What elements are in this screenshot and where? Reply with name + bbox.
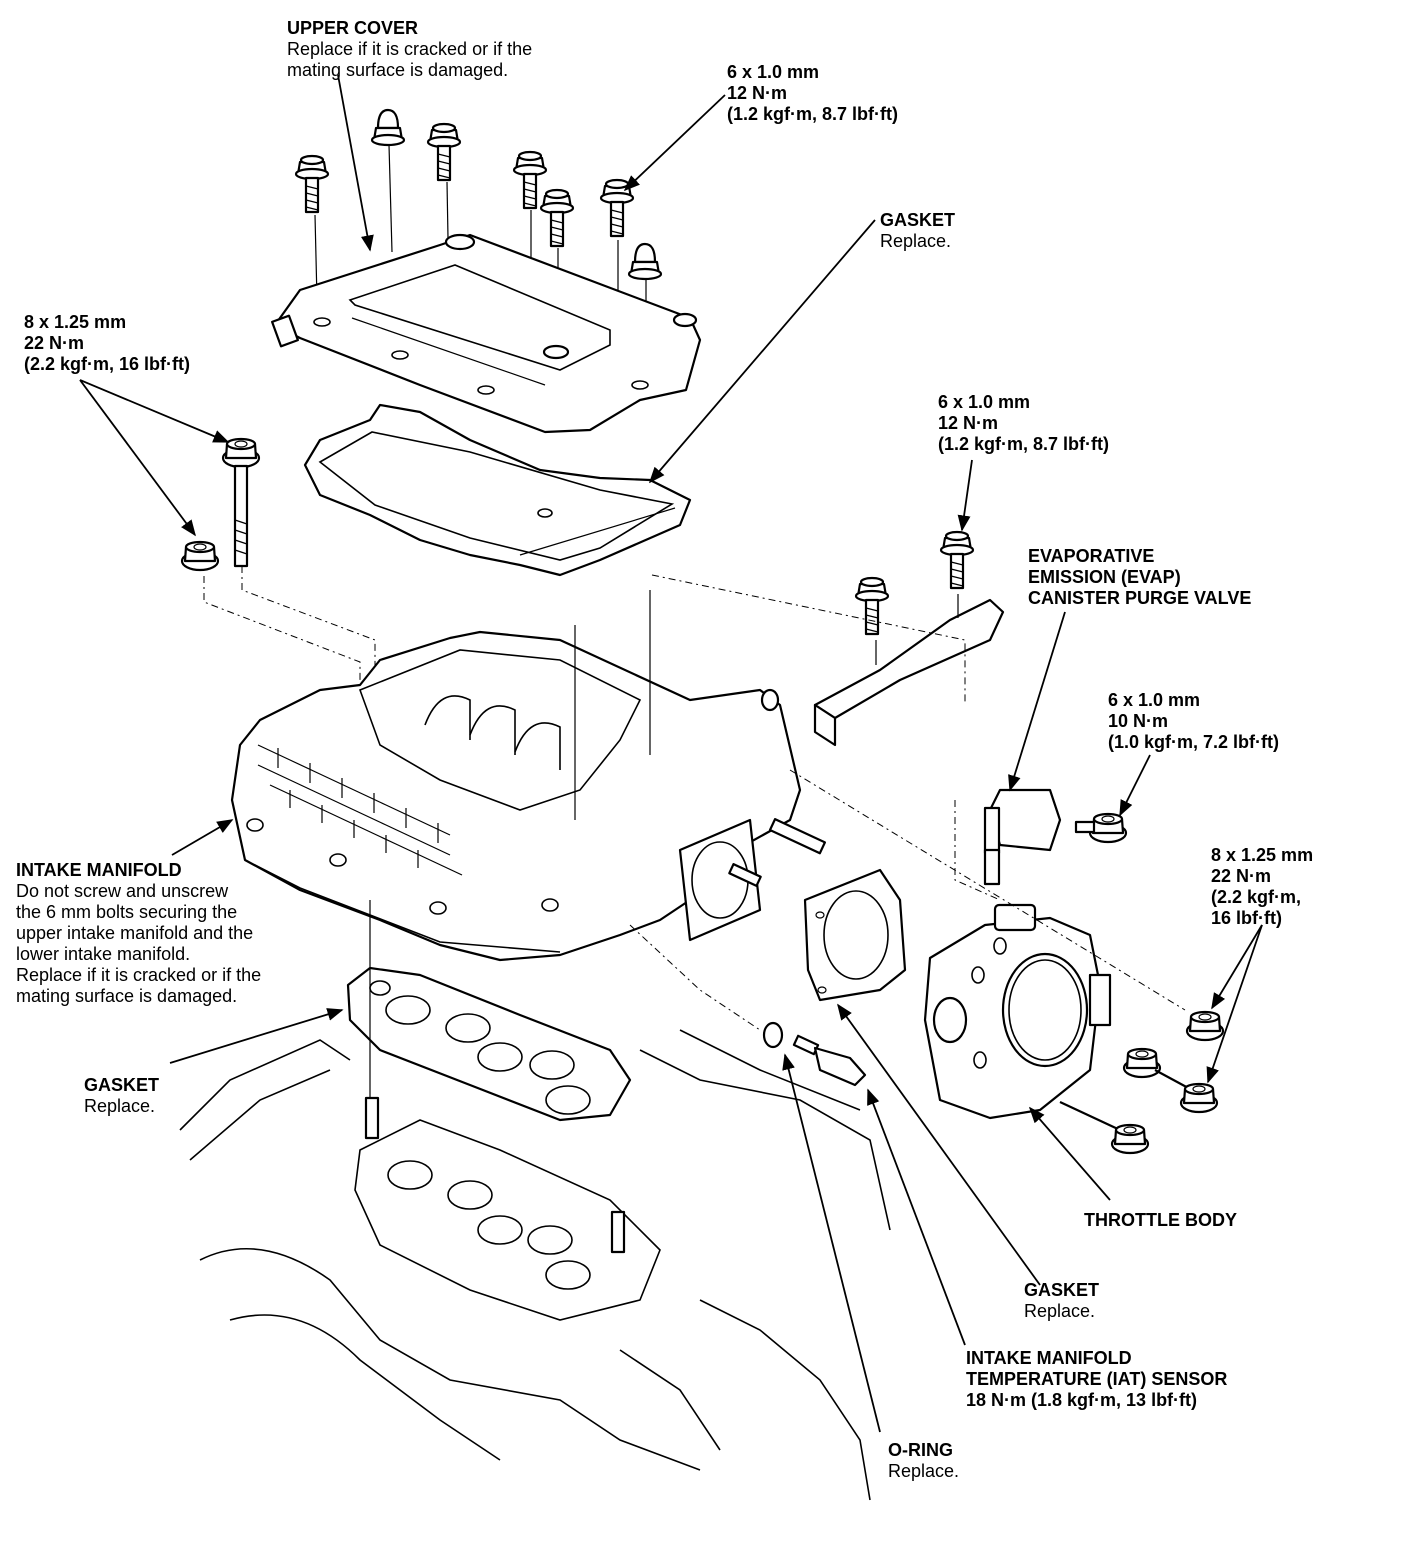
bolt-size: 6 x 1.0 mm (1108, 690, 1201, 710)
callout-throttle-gasket: GASKET Replace. (1024, 1280, 1099, 1322)
callout-title: GASKET (84, 1075, 160, 1095)
bolt-size: 6 x 1.0 mm (727, 62, 820, 82)
flange-nut-icon (1185, 1010, 1225, 1042)
callout-lower-gasket: GASKET Replace. (84, 1075, 159, 1117)
callout-title: INTAKE MANIFOLD (966, 1348, 1132, 1368)
cap-nut-icon (627, 242, 663, 281)
throttle-body (923, 903, 1112, 1120)
o-ring-icon (762, 1021, 784, 1049)
callout-note: Do not screw and unscrew (16, 881, 229, 901)
callout-evap-bolt-spec: 6 x 1.0 mm 10 N·m (1.0 kgf·m, 7.2 lbf·ft… (1108, 690, 1279, 753)
torque-alt-units: (1.2 kgf·m, 8.7 lbf·ft) (727, 104, 899, 124)
callout-upper-cover: UPPER COVER Replace if it is cracked or … (287, 18, 532, 81)
torque-value: 18 N·m (1.8 kgf·m, 13 lbf·ft) (966, 1390, 1198, 1410)
callout-title: UPPER COVER (287, 18, 419, 38)
callout-manifold-bolt-spec: 8 x 1.25 mm 22 N·m (2.2 kgf·m, 16 lbf·ft… (24, 312, 190, 375)
callout-note: Replace if it is cracked or if the (287, 39, 533, 59)
callout-title: TEMPERATURE (IAT) SENSOR (966, 1369, 1228, 1389)
callout-title: INTAKE MANIFOLD (16, 860, 182, 880)
callout-evap-valve: EVAPORATIVE EMISSION (EVAP) CANISTER PUR… (1028, 546, 1251, 609)
callout-note: Replace. (84, 1096, 156, 1116)
bracket-assembly (651, 530, 1005, 747)
cap-nut-icon (370, 108, 406, 147)
engine-block (179, 1029, 891, 1501)
lower-intake-gasket (346, 900, 632, 1122)
bolt-icon (1088, 812, 1128, 844)
bolt-icon (854, 576, 890, 636)
callout-throttle-body: THROTTLE BODY (1084, 1210, 1237, 1231)
throttle-body-fasteners (789, 769, 1225, 1155)
callout-title: THROTTLE BODY (1084, 1210, 1237, 1230)
callout-note: the 6 mm bolts securing the (16, 902, 238, 922)
torque-value: 12 N·m (938, 413, 999, 433)
callout-note: Replace. (1024, 1301, 1096, 1321)
flange-nut-icon (180, 540, 220, 572)
bolt-icon (426, 122, 462, 182)
manifold-bolt-nut (180, 437, 376, 700)
callout-note: lower intake manifold. (16, 944, 191, 964)
flange-bolt-icon (221, 437, 261, 469)
bolt-icon (539, 188, 575, 248)
callout-title: CANISTER PURGE VALVE (1028, 588, 1252, 608)
bolt-size: 8 x 1.25 mm (1211, 845, 1314, 865)
bolt-icon (294, 154, 330, 214)
flange-bolt-icon (1179, 1082, 1219, 1114)
callout-title: GASKET (880, 210, 956, 230)
torque-alt-units: (1.2 kgf·m, 8.7 lbf·ft) (938, 434, 1110, 454)
callout-title: EMISSION (EVAP) (1028, 567, 1181, 587)
upper-gasket (303, 403, 692, 577)
torque-value: 10 N·m (1108, 711, 1169, 731)
torque-value: 22 N·m (1211, 866, 1272, 886)
callout-note: Replace. (888, 1461, 960, 1481)
upper-cover (270, 233, 702, 434)
callout-note: upper intake manifold and the (16, 923, 254, 943)
torque-alt-units: (1.0 kgf·m, 7.2 lbf·ft) (1108, 732, 1280, 752)
flange-nut-icon (1122, 1047, 1162, 1079)
callout-o-ring: O-RING Replace. (888, 1440, 959, 1482)
callout-note: Replace. (880, 231, 952, 251)
callout-cover-bolt-spec: 6 x 1.0 mm 12 N·m (1.2 kgf·m, 8.7 lbf·ft… (727, 62, 898, 125)
callout-note: mating surface is damaged. (287, 60, 509, 80)
torque-alt-units: 16 lbf·ft) (1211, 908, 1282, 928)
callout-bracket-bolt-spec: 6 x 1.0 mm 12 N·m (1.2 kgf·m, 8.7 lbf·ft… (938, 392, 1109, 455)
torque-alt-units: (2.2 kgf·m, 16 lbf·ft) (24, 354, 191, 374)
bolt-size: 6 x 1.0 mm (938, 392, 1031, 412)
bolt-size: 8 x 1.25 mm (24, 312, 127, 332)
intake-manifold (230, 590, 827, 962)
callout-note: mating surface is damaged. (16, 986, 238, 1006)
callout-title: EVAPORATIVE (1028, 546, 1155, 566)
callout-title: O-RING (888, 1440, 953, 1460)
torque-value: 22 N·m (24, 333, 85, 353)
callout-throttle-bolt-spec: 8 x 1.25 mm 22 N·m (2.2 kgf·m, 16 lbf·ft… (1211, 845, 1313, 929)
bolt-icon (939, 530, 975, 590)
bolt-icon (512, 150, 548, 210)
callout-title: GASKET (1024, 1280, 1100, 1300)
callout-note: Replace if it is cracked or if the (16, 965, 262, 985)
leader-lines (79, 74, 1263, 1433)
flange-bolt-icon (1110, 1123, 1150, 1155)
torque-alt-units: (2.2 kgf·m, (1211, 887, 1302, 907)
callout-upper-gasket: GASKET Replace. (880, 210, 955, 252)
torque-value: 12 N·m (727, 83, 788, 103)
throttle-gasket (803, 868, 907, 1002)
callout-iat-sensor: INTAKE MANIFOLD TEMPERATURE (IAT) SENSOR… (966, 1348, 1227, 1411)
evap-purge-valve (954, 788, 1128, 901)
bolt-icon (599, 178, 635, 238)
callout-intake-manifold: INTAKE MANIFOLD Do not screw and unscrew… (16, 860, 261, 1007)
iat-sensor (629, 924, 867, 1087)
